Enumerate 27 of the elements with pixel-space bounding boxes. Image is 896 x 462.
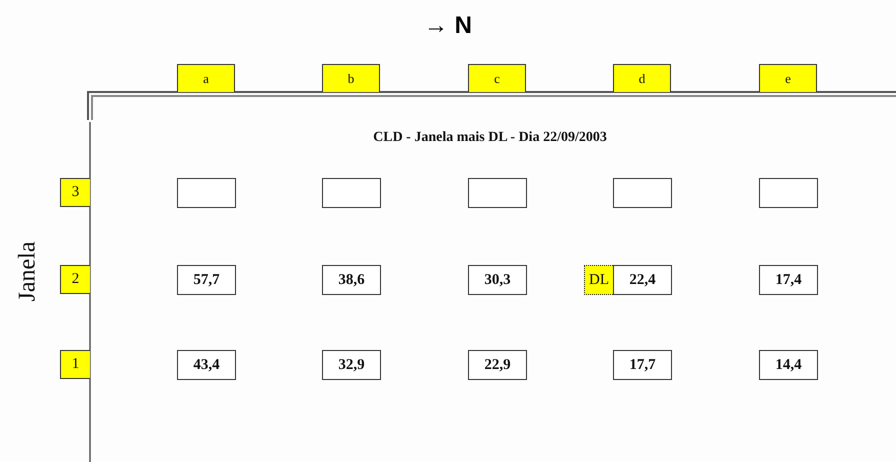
empty-cell — [177, 178, 236, 208]
window-label: Janela — [14, 240, 42, 304]
empty-cell — [468, 178, 527, 208]
value-cell: 22,9 — [468, 350, 527, 380]
column-label: c — [468, 64, 526, 92]
room-heading: CLD - Janela mais DL - Dia 22/09/2003 — [372, 130, 608, 146]
north-heading: → N — [424, 12, 472, 39]
value-cell: 14,4 — [759, 350, 818, 380]
column-label: b — [322, 64, 380, 92]
row-label: 1 — [60, 350, 90, 379]
value-cell: 22,4 — [613, 265, 672, 295]
row-label: 2 — [60, 265, 90, 294]
empty-cell — [613, 178, 672, 208]
value-cell: 38,6 — [322, 265, 381, 295]
value-cell: 17,7 — [613, 350, 672, 380]
row-label: 3 — [60, 178, 90, 207]
column-label: d — [613, 64, 671, 92]
value-cell: 17,4 — [759, 265, 818, 295]
value-cell: 30,3 — [468, 265, 527, 295]
value-cell: 32,9 — [322, 350, 381, 380]
empty-cell — [759, 178, 818, 208]
value-cell: 43,4 — [177, 350, 236, 380]
column-label: a — [177, 64, 235, 92]
empty-cell — [322, 178, 381, 208]
column-label: e — [759, 64, 817, 92]
dl-tag: DL — [584, 265, 613, 295]
value-cell: 57,7 — [177, 265, 236, 295]
